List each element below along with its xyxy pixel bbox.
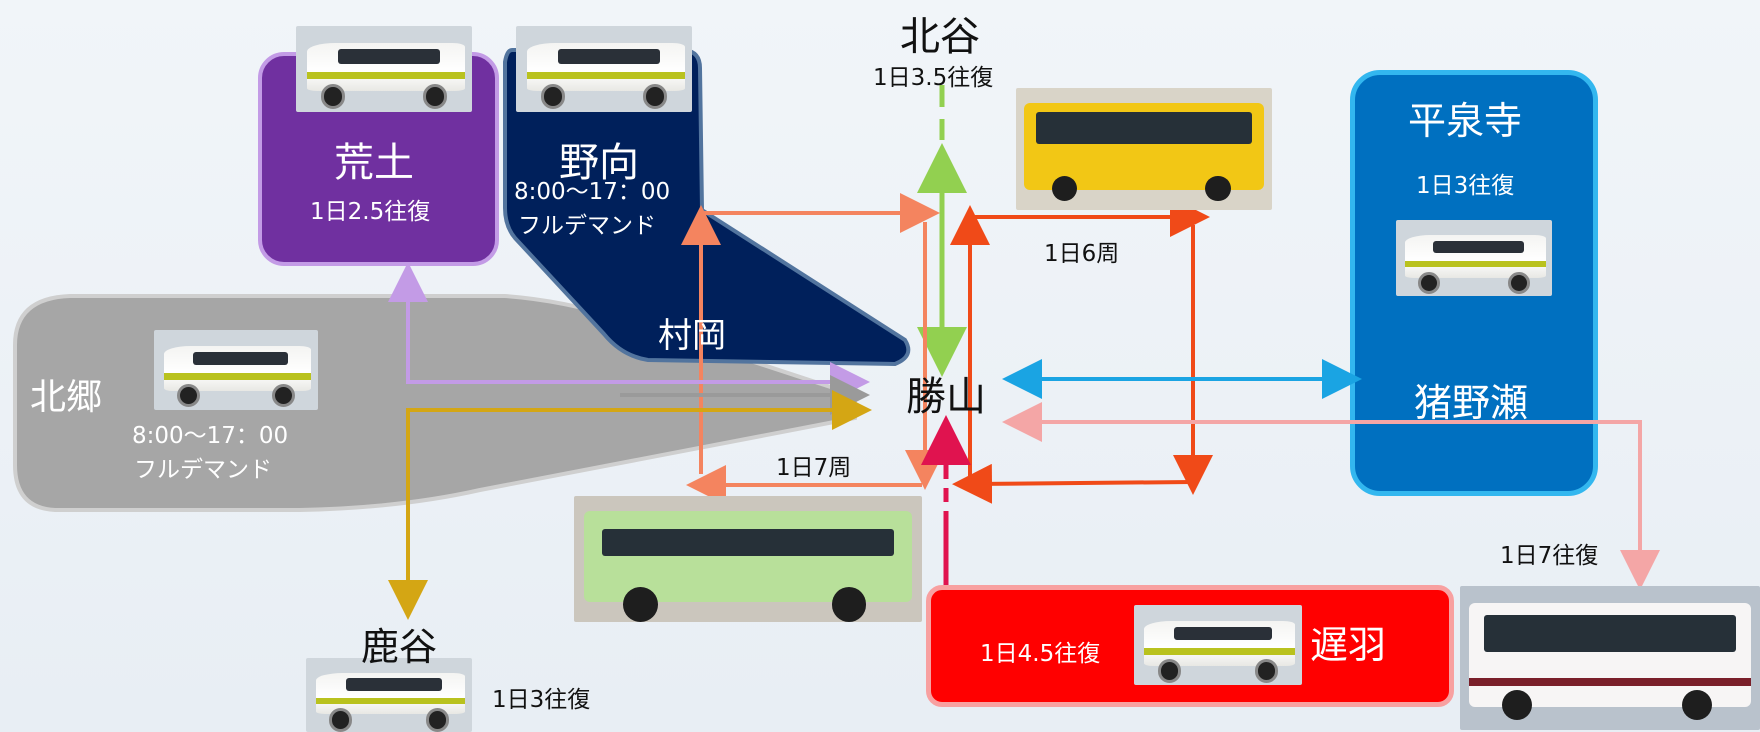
- shikadani-frequency: 1日3往復: [492, 687, 591, 713]
- nomuki-van-icon: [516, 26, 692, 112]
- arado-label: 荒土: [334, 140, 414, 186]
- kitadani-frequency: 1日3.5往復: [873, 65, 994, 91]
- kitadani-label: 北谷: [900, 14, 980, 60]
- hokkawa-van-icon: [1134, 605, 1302, 685]
- heisenji-frequency: 1日3往復: [1416, 173, 1515, 199]
- kitago-hours: 8:00～17：00: [132, 423, 289, 449]
- inose-label: 猪野瀬: [1414, 381, 1529, 425]
- nomuki-hours: 8:00～17：00: [514, 179, 671, 205]
- green-bus-icon: [574, 496, 922, 622]
- katsuyama-label: 勝山: [906, 374, 986, 420]
- heisenji-label: 平泉寺: [1408, 99, 1523, 143]
- shikadani-label: 鹿谷: [361, 625, 438, 669]
- city-bus-icon: [1460, 586, 1760, 730]
- hokkawa-frequency: 1日4.5往復: [980, 641, 1101, 667]
- arado-frequency: 1日2.5往復: [310, 199, 431, 225]
- loop-west-frequency: 1日7周: [776, 455, 852, 481]
- heisenji-van-icon: [1396, 220, 1552, 296]
- muraoka-label: 村岡: [658, 316, 726, 356]
- kitago-van-icon: [154, 330, 318, 410]
- arado-van-icon: [296, 26, 472, 112]
- kitago-mode: フルデマンド: [134, 457, 272, 483]
- loop-east-frequency: 1日6周: [1044, 241, 1120, 267]
- kitago-label: 北郷: [30, 377, 103, 418]
- hokkawa-label: 遅羽: [1310, 623, 1387, 667]
- nomuki-label: 野向: [559, 140, 639, 186]
- inose-route-frequency: 1日7往復: [1500, 543, 1599, 569]
- nomuki-mode: フルデマンド: [518, 213, 656, 239]
- shikadani-van-icon: [306, 658, 472, 732]
- yellow-bus-icon: [1016, 88, 1272, 210]
